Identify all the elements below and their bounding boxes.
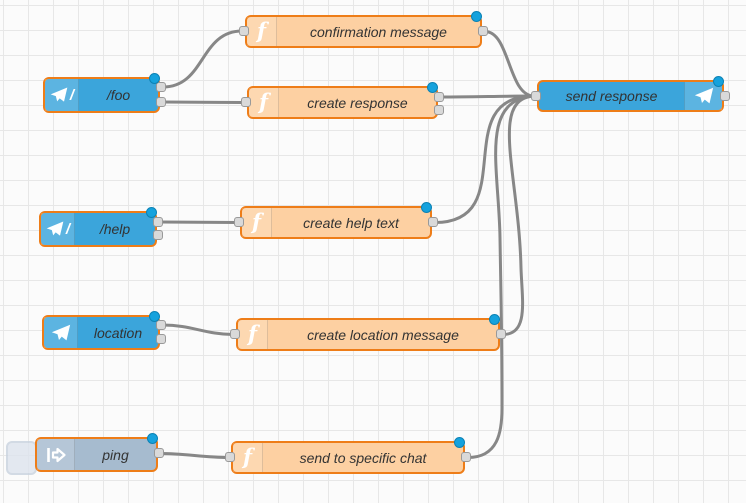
wire-confirmation-message-to-send-response[interactable] bbox=[483, 30, 536, 98]
changed-status-dot bbox=[427, 82, 438, 93]
telegram-command-icon: / bbox=[41, 213, 75, 245]
changed-status-dot bbox=[149, 311, 160, 322]
input-port[interactable] bbox=[531, 90, 541, 101]
output-port-0[interactable] bbox=[428, 217, 438, 227]
node-label: ping bbox=[102, 446, 129, 463]
wire-send-to-specific-chat-to-send-response[interactable] bbox=[466, 94, 536, 459]
function-icon: f bbox=[238, 320, 268, 349]
telegram-command-icon: / bbox=[45, 79, 79, 111]
function-glyph: f bbox=[251, 209, 262, 234]
inject-arrow-icon bbox=[37, 439, 75, 470]
changed-status-dot bbox=[713, 76, 724, 87]
function-glyph: f bbox=[256, 18, 267, 43]
node-label: /foo bbox=[106, 87, 131, 103]
node-create-response[interactable]: f create response bbox=[241, 82, 444, 119]
function-glyph: f bbox=[242, 444, 253, 469]
changed-status-dot bbox=[471, 11, 482, 22]
input-port[interactable] bbox=[234, 217, 244, 227]
input-port[interactable] bbox=[241, 97, 251, 107]
changed-status-dot bbox=[146, 207, 157, 218]
telegram-icon bbox=[44, 317, 78, 348]
telegram-icon bbox=[684, 82, 722, 110]
node-label: create response bbox=[307, 94, 408, 111]
node-send-response[interactable]: send response bbox=[531, 76, 730, 112]
wire-foo-to-confirmation-message[interactable] bbox=[161, 29, 244, 89]
function-icon: f bbox=[242, 208, 272, 237]
changed-status-dot bbox=[489, 314, 500, 325]
node-confirmation[interactable]: f confirmation message bbox=[239, 11, 488, 48]
node-ping[interactable]: ping bbox=[35, 433, 164, 472]
node-label: create location message bbox=[307, 326, 459, 343]
function-glyph: f bbox=[247, 321, 258, 346]
changed-status-dot bbox=[454, 437, 465, 448]
node-label: confirmation message bbox=[310, 23, 447, 40]
function-icon: f bbox=[249, 88, 279, 117]
wire-ping-to-send-to-specific-chat[interactable] bbox=[159, 452, 230, 459]
output-port-0[interactable] bbox=[156, 319, 166, 330]
node-send-to-specific-chat[interactable]: f send to specific chat bbox=[225, 437, 471, 474]
function-icon: f bbox=[247, 17, 277, 46]
node-location[interactable]: location bbox=[42, 311, 166, 350]
output-port-0[interactable] bbox=[156, 81, 166, 92]
changed-status-dot bbox=[149, 73, 160, 84]
output-port-0[interactable] bbox=[496, 329, 506, 339]
output-port-0[interactable] bbox=[478, 26, 488, 36]
output-port-0[interactable] bbox=[461, 452, 471, 462]
wire-create-location-message-to-send-response[interactable] bbox=[501, 94, 536, 336]
node-ghost-node bbox=[6, 441, 37, 475]
function-icon: f bbox=[233, 443, 263, 472]
function-glyph: f bbox=[258, 89, 269, 114]
output-port-0[interactable] bbox=[720, 90, 730, 101]
changed-status-dot bbox=[421, 202, 432, 213]
node-label: send response bbox=[565, 88, 658, 104]
wire-location-to-create-location-message[interactable] bbox=[161, 323, 235, 336]
wire-foo-to-create-response[interactable] bbox=[161, 100, 246, 104]
output-port-1[interactable] bbox=[434, 104, 444, 115]
node-help[interactable]: / /help bbox=[39, 207, 163, 247]
wire-help-to-create-help-text[interactable] bbox=[158, 220, 239, 224]
input-port[interactable] bbox=[225, 452, 235, 462]
node-create-location-message[interactable]: f create location message bbox=[230, 314, 506, 351]
node-label: send to specific chat bbox=[299, 449, 427, 466]
output-port-0[interactable] bbox=[154, 448, 164, 458]
changed-status-dot bbox=[147, 433, 158, 444]
output-port-0[interactable] bbox=[153, 216, 163, 227]
output-port-1[interactable] bbox=[156, 96, 166, 107]
wire-create-help-text-to-send-response[interactable] bbox=[433, 94, 536, 224]
node-create-help-text[interactable]: f create help text bbox=[234, 202, 438, 239]
output-port-0[interactable] bbox=[434, 91, 444, 102]
command-slash-glyph: / bbox=[69, 86, 75, 104]
output-port-1[interactable] bbox=[156, 333, 166, 344]
output-port-1[interactable] bbox=[153, 229, 163, 240]
node-foo[interactable]: / /foo bbox=[43, 73, 166, 113]
input-port[interactable] bbox=[239, 26, 249, 36]
input-port[interactable] bbox=[230, 329, 240, 339]
node-label: /help bbox=[99, 221, 131, 237]
command-slash-glyph: / bbox=[65, 220, 71, 238]
node-label: location bbox=[93, 324, 143, 341]
node-label: create help text bbox=[303, 214, 399, 231]
